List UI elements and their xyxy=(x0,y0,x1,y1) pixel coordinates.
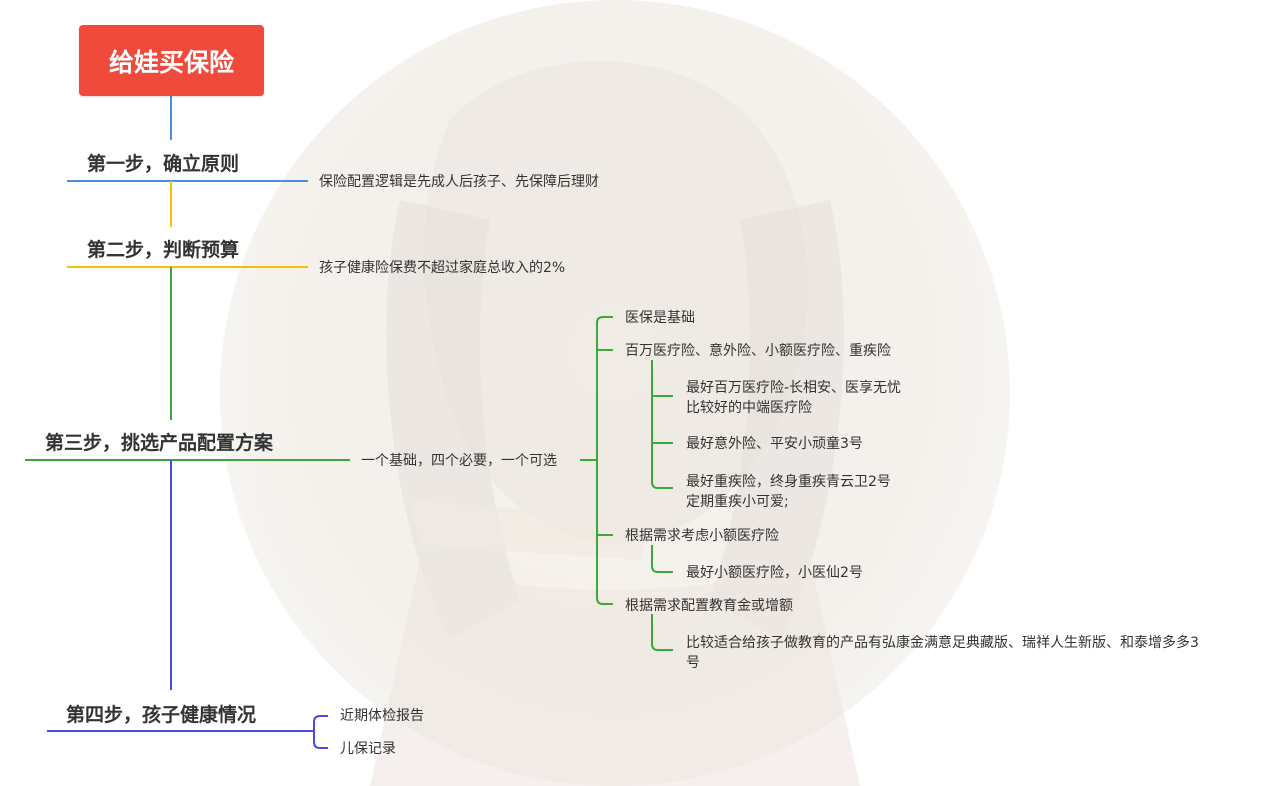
sub-education-line-2[interactable]: 号 xyxy=(686,655,700,671)
root-topic[interactable]: 给娃买保险 xyxy=(79,25,264,96)
step-1-detail[interactable]: 保险配置逻辑是先成人后孩子、先保障后理财 xyxy=(319,174,599,190)
branch-small-medical[interactable]: 根据需求考虑小额医疗险 xyxy=(625,528,779,544)
branch-four-required[interactable]: 百万医疗险、意外险、小额医疗险、重疾险 xyxy=(625,343,891,359)
background-illustration xyxy=(220,0,1010,786)
step-1-topic[interactable]: 第一步，确立原则 xyxy=(87,153,240,175)
branch-medical-insurance[interactable]: 医保是基础 xyxy=(625,310,695,326)
step-2-detail[interactable]: 孩子健康险保费不超过家庭总收入的2% xyxy=(319,260,566,276)
sub-education-line-1[interactable]: 比较适合给孩子做教育的产品有弘康金满意足典藏版、瑞祥人生新版、和泰增多多3 xyxy=(686,635,1199,651)
step-4-topic[interactable]: 第四步，孩子健康情况 xyxy=(66,704,257,726)
branch-education[interactable]: 根据需求配置教育金或增额 xyxy=(625,598,793,614)
sub-medical-line-1[interactable]: 最好百万医疗险-长相安、医享无忧 xyxy=(686,380,902,396)
step-3-topic[interactable]: 第三步，挑选产品配置方案 xyxy=(45,432,274,454)
step-4-item-checkup[interactable]: 近期体检报告 xyxy=(340,708,424,724)
sub-critical-line-1[interactable]: 最好重疾险，终身重疾青云卫2号 xyxy=(686,474,891,490)
sub-accident[interactable]: 最好意外险、平安小顽童3号 xyxy=(686,436,863,452)
sub-medical-line-2[interactable]: 比较好的中端医疗险 xyxy=(686,400,812,416)
step-4-item-child-record[interactable]: 儿保记录 xyxy=(340,741,396,757)
sub-critical-line-2[interactable]: 定期重疾小可爱; xyxy=(686,494,789,510)
step-2-topic[interactable]: 第二步，判断预算 xyxy=(87,239,240,261)
sub-small-medical[interactable]: 最好小额医疗险，小医仙2号 xyxy=(686,565,863,581)
step-3-detail[interactable]: 一个基础，四个必要，一个可选 xyxy=(361,453,557,469)
